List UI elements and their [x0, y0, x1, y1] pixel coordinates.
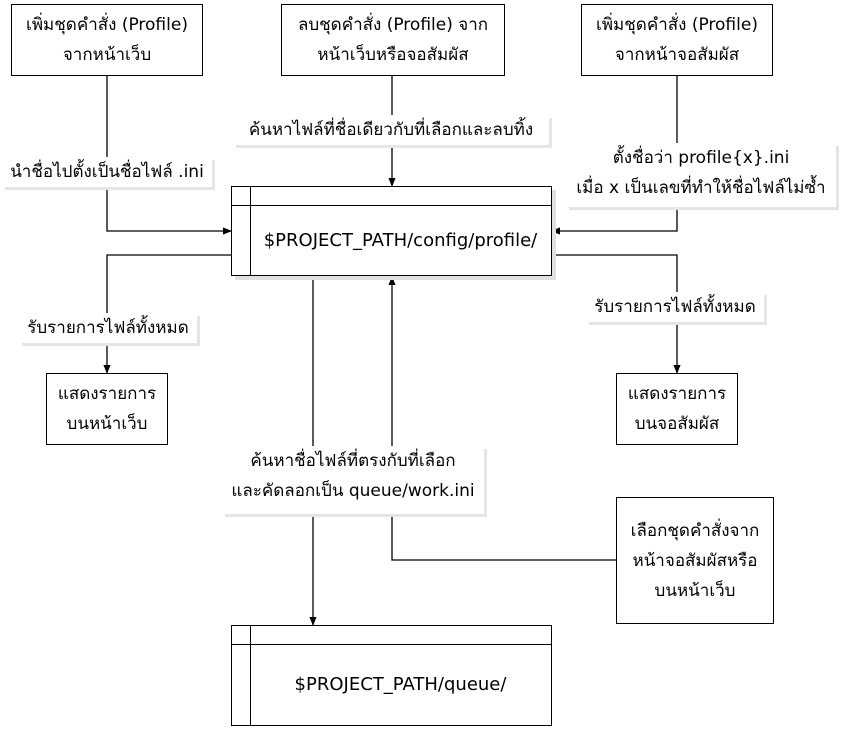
store-side-line [250, 187, 251, 275]
edge-label-get-files-left: รับรายการไฟล์ทั้งหมด [19, 313, 197, 343]
profile-directory-store: $PROJECT_PATH/config/profile/ [231, 186, 552, 276]
store-path-text: $PROJECT_PATH/queue/ [294, 674, 507, 695]
edge-label-find-and-copy: ค้นหาชื่อไฟล์ที่ตรงกับที่เลือก และคัดลอก… [222, 446, 484, 514]
edge-label-find-and-delete: ค้นหาไฟล์ที่ชื่อเดียวกับที่เลือกและลบทิ้… [233, 115, 549, 145]
add-profile-web-box: เพิ่มชุดคำสั่ง (Profile) จากหน้าเว็บ [11, 4, 203, 76]
store-path-text: $PROJECT_PATH/config/profile/ [263, 229, 538, 251]
edge-add-web-to-profile [106, 76, 232, 235]
label-text: และคัดลอกเป็น queue/work.ini [231, 481, 475, 501]
edge-label-get-files-right: รับรายการไฟล์ทั้งหมด [586, 292, 764, 322]
label-text: ตั้งชื่อว่า profile{x}.ini [612, 148, 790, 168]
box-text: จากหน้าเว็บ [62, 45, 152, 65]
label-text: เมื่อ x เป็นเลขที่ทำให้ชื่อไฟล์ไม่ซ้ำ [576, 178, 826, 198]
box-text: จากหน้าจอสัมผัส [614, 45, 740, 65]
edge-label-name-profile-x: ตั้งชื่อว่า profile{x}.ini เมื่อ x เป็นเ… [566, 143, 836, 207]
show-list-touch-box: แสดงรายการ บนจอสัมผัส [616, 373, 738, 445]
box-text: หน้าเว็บหรือจอสัมผัส [317, 45, 469, 65]
box-text: แสดงรายการ [627, 384, 727, 404]
label-text: ค้นหาไฟล์ที่ชื่อเดียวกับที่เลือกและลบทิ้… [248, 120, 534, 140]
box-text: แสดงรายการ [57, 384, 157, 404]
box-text: บนหน้าเว็บ [66, 414, 148, 434]
box-text: บนจอสัมผัส [634, 414, 720, 434]
store-side-line [250, 626, 251, 725]
box-text: เลือกชุดคำสั่งจาก [630, 520, 760, 541]
box-text: ลบชุดคำสั่ง (Profile) จาก [297, 15, 489, 35]
show-list-web-box: แสดงรายการ บนหน้าเว็บ [46, 373, 168, 445]
select-profile-box: เลือกชุดคำสั่งจาก หน้าจอสัมผัสหรือ บนหน้… [616, 497, 774, 624]
add-profile-touch-box: เพิ่มชุดคำสั่ง (Profile) จากหน้าจอสัมผัส [581, 4, 773, 76]
box-text: เพิ่มชุดคำสั่ง (Profile) [26, 15, 188, 35]
queue-directory-store: $PROJECT_PATH/queue/ [231, 625, 552, 726]
box-text: หน้าจอสัมผัสหรือ [632, 550, 758, 571]
box-text: บนหน้าเว็บ [654, 580, 736, 601]
delete-profile-box: ลบชุดคำสั่ง (Profile) จาก หน้าเว็บหรือจอ… [281, 4, 505, 76]
label-text: ค้นหาชื่อไฟล์ที่ตรงกับที่เลือก [250, 451, 456, 471]
label-text: รับรายการไฟล์ทั้งหมด [27, 318, 189, 338]
store-header-line [232, 205, 551, 206]
edge-select-to-profile [388, 276, 616, 561]
edge-add-touch-to-profile [551, 76, 678, 235]
box-text: เพิ่มชุดคำสั่ง (Profile) [596, 15, 758, 35]
edge-label-name-as-ini: นำชื่อไปตั้งเป็นชื่อไฟล์ .ini [2, 157, 212, 187]
label-text: นำชื่อไปตั้งเป็นชื่อไฟล์ .ini [10, 162, 204, 182]
label-text: รับรายการไฟล์ทั้งหมด [594, 297, 756, 317]
store-header-line [232, 644, 551, 645]
edge-profile-to-show-touch [552, 254, 681, 374]
